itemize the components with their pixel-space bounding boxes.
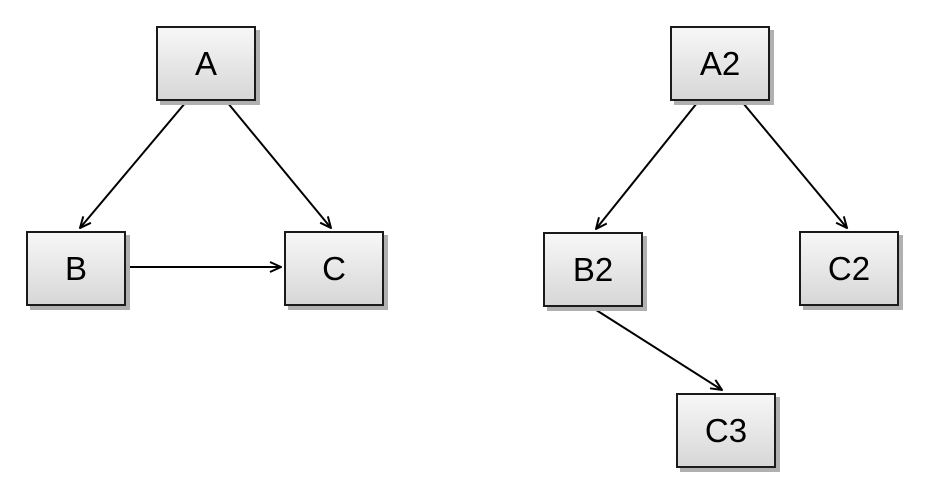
edge-A2-B2[interactable] [596,102,698,229]
edge-A2-C2[interactable] [742,102,847,228]
edge-A-C[interactable] [226,101,331,228]
node-C2-label: C2 [827,250,871,287]
node-B-label: B [64,250,87,287]
node-C3-label: C3 [704,412,748,449]
node-C-label: C [322,250,346,287]
edge-B2-C3[interactable] [592,307,722,390]
node-B2[interactable]: B2 [543,232,643,307]
node-B2-label: B2 [572,251,614,288]
node-A2[interactable]: A2 [670,26,770,101]
edge-A-B[interactable] [80,101,187,228]
node-C3[interactable]: C3 [676,393,776,468]
node-A-label: A [194,45,217,82]
node-C[interactable]: C [284,231,384,306]
node-A[interactable]: A [156,26,256,101]
node-A2-label: A2 [699,45,741,82]
node-C2[interactable]: C2 [799,231,899,306]
node-B[interactable]: B [26,231,126,306]
